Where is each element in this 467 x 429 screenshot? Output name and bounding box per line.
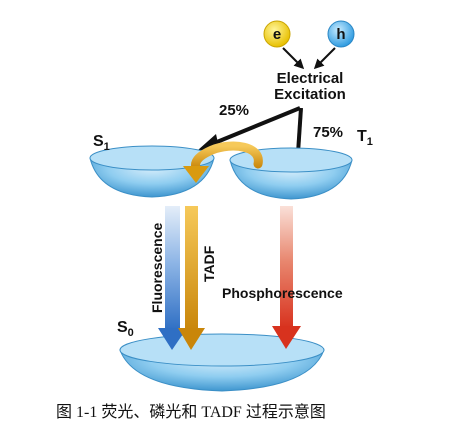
s1-level-disk (89, 145, 215, 198)
s0-state-label: S0 (117, 319, 134, 339)
fluorescence-label: Fluorescence (149, 223, 165, 313)
t1-state-label: T1 (357, 128, 373, 148)
hole-arrow (313, 47, 336, 70)
figure-caption: 图 1-1 荧光、磷光和 TADF 过程示意图 (56, 402, 326, 421)
electron-particle: e (263, 20, 291, 48)
triplet-percentage: 75% (313, 124, 343, 141)
risc-curved-arrow (191, 141, 263, 173)
fluorescence-arrow (158, 206, 187, 350)
electron-label: e (273, 26, 281, 43)
t1-level-disk (229, 147, 353, 200)
hole-label: h (336, 26, 345, 43)
s0-level-disk (119, 333, 325, 392)
phosphorescence-label: Phosphorescence (222, 285, 343, 301)
phosphorescence-arrow (272, 206, 301, 349)
singlet-branch-arrow (211, 106, 301, 146)
electron-arrow (282, 47, 305, 70)
excitation-label-line2: Excitation (274, 86, 346, 103)
tadf-label: TADF (201, 245, 217, 282)
risc-arrowhead (183, 166, 209, 183)
singlet-percentage: 25% (219, 102, 249, 119)
s1-state-label: S1 (93, 133, 110, 153)
hole-particle: h (327, 20, 355, 48)
excitation-label-line1: Electrical (277, 70, 344, 87)
tadf-arrow (178, 206, 205, 350)
